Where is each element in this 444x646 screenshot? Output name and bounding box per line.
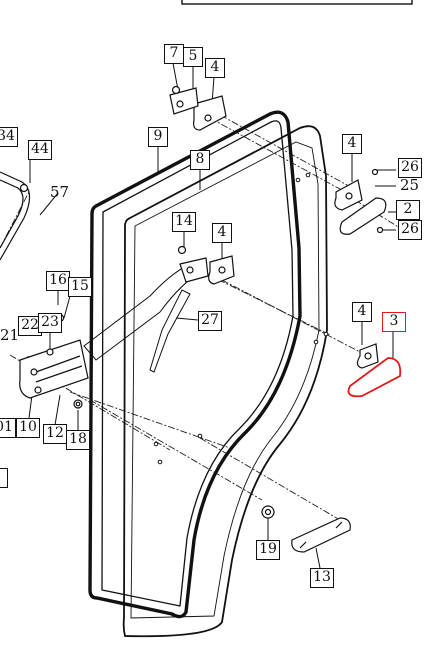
- callout-13: 13: [310, 568, 334, 588]
- callout-14: 14: [172, 212, 196, 232]
- callout-9: 9: [148, 127, 168, 147]
- callout-4-top: 4: [205, 58, 225, 78]
- callout-15: 15: [68, 277, 92, 297]
- title-frame-edge: [181, 0, 413, 5]
- middle-hinge-bracket: [177, 245, 235, 285]
- callout-25: 25: [400, 176, 420, 194]
- callout-12: 12: [43, 424, 67, 444]
- callout-7: 7: [164, 44, 184, 64]
- callout-23: 23: [38, 313, 62, 333]
- callout-27: 27: [198, 311, 222, 331]
- door-glass: [122, 125, 328, 638]
- callout-21: 21: [0, 326, 20, 344]
- left-frame-arm: [0, 171, 31, 261]
- callout-18: 18: [66, 430, 90, 450]
- callout-4-middle: 4: [212, 223, 232, 243]
- callout-5: 5: [183, 47, 203, 67]
- callout-26-bottom: 26: [398, 220, 422, 240]
- callout-4-right: 4: [342, 134, 362, 154]
- callout-57: 57: [50, 183, 70, 201]
- upper-hinge-bracket: [169, 85, 227, 131]
- callout-16: 16: [46, 271, 70, 291]
- handle-bushing: [261, 505, 275, 519]
- callout-34: 34: [0, 127, 18, 147]
- callout-44: 44: [28, 140, 52, 160]
- callout-01: 01: [0, 418, 16, 438]
- door-seal: [88, 110, 302, 619]
- lower-hinge-bracket: [356, 343, 379, 369]
- callout-19: 19: [256, 540, 280, 560]
- door-handle: [291, 517, 351, 553]
- callout-3: 3: [382, 312, 406, 332]
- callout-2: 2: [396, 200, 420, 220]
- right-hinge-bracket: [334, 168, 387, 235]
- callout-4-lower: 4: [352, 302, 372, 322]
- callout-10: 10: [16, 418, 40, 438]
- fastener-dots: [153, 172, 329, 465]
- callout-26-top: 26: [398, 158, 422, 178]
- hinge-cover: [347, 357, 402, 398]
- callout-8: 8: [190, 150, 210, 170]
- leader-lines: [27, 62, 396, 569]
- callout-partial-edge: [0, 468, 8, 488]
